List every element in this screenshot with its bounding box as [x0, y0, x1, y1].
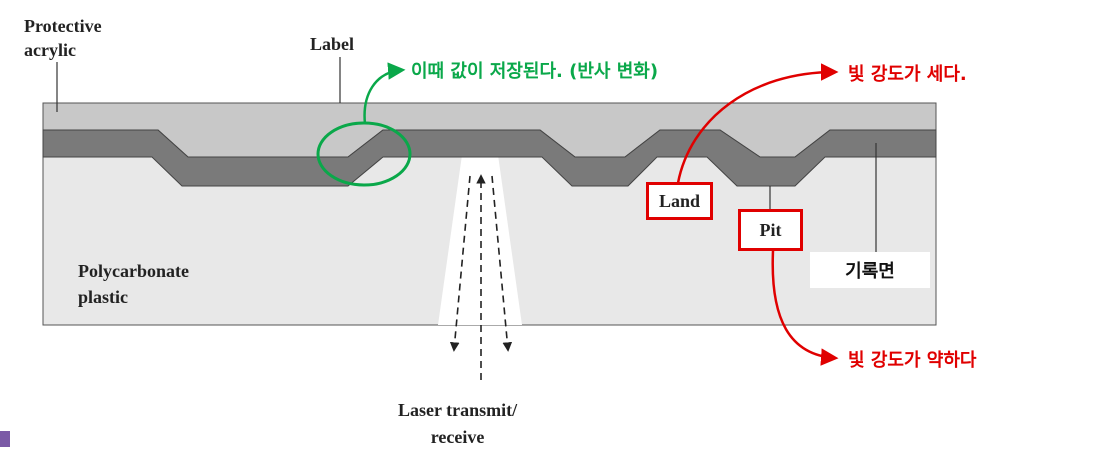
label-label: Label	[310, 34, 355, 54]
strong-light-annotation: 빛 강도가 세다.	[848, 64, 967, 85]
record-surface-box: 기록면	[810, 252, 930, 288]
pit-label: Pit	[759, 219, 782, 240]
laser-beam-cone	[438, 155, 522, 325]
protective-acrylic-label: Protective acrylic	[24, 16, 102, 60]
pit-box: Pit	[738, 209, 803, 251]
land-label: Land	[658, 190, 701, 211]
laser-transmit-receive-label: Laser transmit/ receive	[398, 400, 518, 447]
corner-marker	[0, 431, 10, 447]
laser-left-return	[449, 175, 471, 352]
record-surface-label: 기록면	[845, 261, 895, 282]
weak-light-annotation: 빛 강도가 약하다	[848, 350, 977, 371]
laser-right-return	[491, 175, 513, 352]
green-arrow	[363, 62, 406, 125]
red-arrow-weak	[771, 250, 839, 366]
reflective-layer	[42, 129, 937, 187]
land-box: Land	[646, 182, 713, 220]
red-arrow-strong	[676, 63, 839, 184]
green-annotation: 이때 값이 저장된다. (반사 변화)	[411, 61, 659, 82]
polycarbonate-plastic-label: Polycarbonate plastic	[78, 261, 189, 307]
